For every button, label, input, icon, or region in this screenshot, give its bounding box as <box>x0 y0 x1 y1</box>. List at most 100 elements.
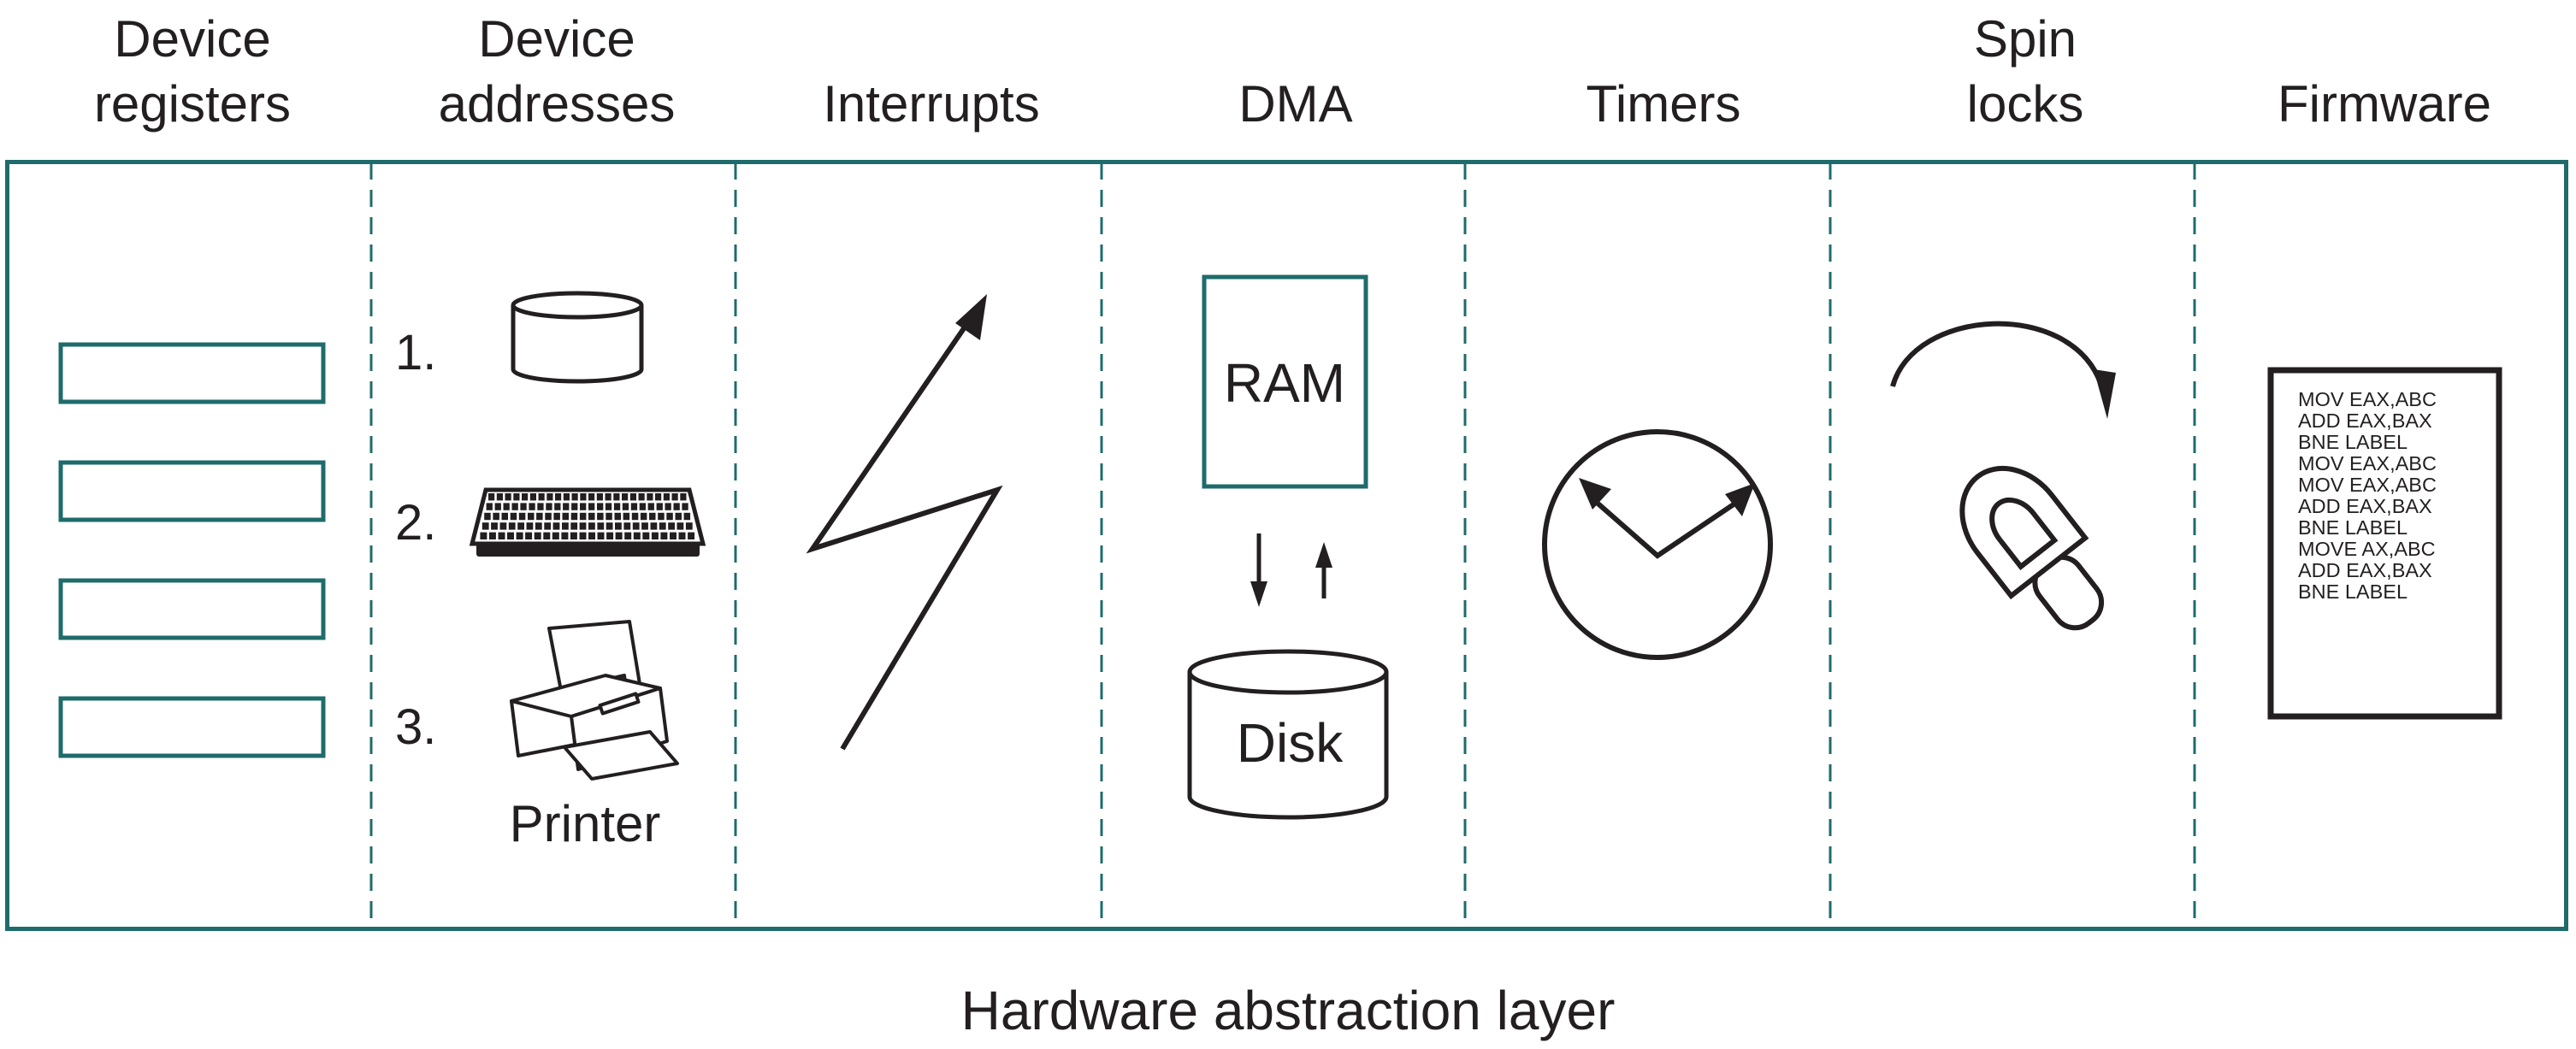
keyboard-key <box>552 522 560 530</box>
keyboard-key <box>597 532 605 539</box>
keyboard-key <box>499 522 507 530</box>
column-header-interrupts: Interrupts <box>752 0 1111 137</box>
keyboard-key <box>655 493 662 501</box>
keyboard-key <box>570 512 578 521</box>
keyboard-key <box>682 503 688 510</box>
keyboard-key <box>647 493 653 501</box>
keyboard-key <box>579 532 587 539</box>
header-line: Device <box>114 10 271 68</box>
firmware-code-line: ADD EAX,BAX <box>2298 559 2432 581</box>
keyboard-key <box>529 503 535 510</box>
keyboard-key <box>522 493 529 501</box>
keyboard-key <box>683 512 691 521</box>
keyboard-key <box>673 503 680 510</box>
keyboard-key <box>670 532 676 539</box>
keyboard-key <box>480 532 487 539</box>
keyboard-key <box>658 512 665 521</box>
keyboard-key <box>676 522 684 530</box>
keyboard-key <box>528 512 535 521</box>
keyboard-key <box>630 503 638 510</box>
firmware-code-line: MOV EAX,ABC <box>2298 474 2437 496</box>
keyboard-key <box>580 503 587 510</box>
keyboard-key <box>488 493 495 501</box>
register-box <box>58 460 326 522</box>
keyboard-key <box>622 503 629 510</box>
keyboard-key <box>649 512 656 521</box>
keyboard-key <box>633 532 641 539</box>
disk-cylinder-icon <box>1187 649 1389 820</box>
keyboard-key <box>675 512 682 521</box>
register-box <box>58 696 326 758</box>
keyboard-key <box>641 522 648 530</box>
keyboard-key <box>605 503 612 510</box>
keyboard-key <box>613 493 620 501</box>
transfer-up-arrow-icon <box>1315 542 1332 598</box>
rotation-arrow-icon <box>1890 321 2116 419</box>
column-header-firmware: Firmware <box>2205 0 2564 137</box>
keyboard-key <box>571 503 578 510</box>
keyboard-key <box>510 512 517 521</box>
keyboard-key <box>622 493 629 501</box>
keyboard-key <box>663 493 670 501</box>
header-line: Device <box>478 10 635 68</box>
header-line: Spin <box>1973 10 2077 68</box>
keyboard-key <box>545 512 552 521</box>
lock-handle-icon <box>1959 465 2105 631</box>
keyboard-keys <box>480 493 695 539</box>
keyboard-key <box>659 522 666 530</box>
keyboard-key <box>596 493 603 501</box>
firmware-code-line: ADD EAX,BAX <box>2298 495 2432 517</box>
keyboard-key <box>518 512 526 521</box>
keyboard-key <box>597 512 604 521</box>
keyboard-key <box>486 503 493 510</box>
keyboard-key <box>562 512 569 521</box>
header-line: registers <box>93 75 292 133</box>
keyboard-key <box>484 512 491 521</box>
keyboard-key <box>632 522 640 530</box>
keyboard-key <box>529 493 536 501</box>
keyboard-key <box>513 493 520 501</box>
keyboard-key <box>671 493 678 501</box>
keyboard-key <box>494 503 501 510</box>
keyboard-key <box>588 493 595 501</box>
keyboard-key <box>651 532 659 539</box>
keyboard-key <box>668 522 675 530</box>
interrupt-lightning-icon <box>806 294 1003 751</box>
keyboard-key <box>660 532 668 539</box>
register-box <box>58 342 326 404</box>
keyboard-key <box>629 493 636 501</box>
keyboard-key <box>526 522 534 530</box>
keyboard-key <box>570 532 577 539</box>
device-number-3: 3. <box>395 699 436 755</box>
keyboard-key <box>647 503 654 510</box>
firmware-code-line: BNE LABEL <box>2298 580 2408 603</box>
keyboard-key <box>491 522 498 530</box>
keyboard-key <box>579 512 587 521</box>
firmware-code-line: MOV EAX,ABC <box>2298 388 2437 410</box>
keyboard-key <box>488 532 496 539</box>
keyboard-key <box>640 512 647 521</box>
firmware-code-line: MOV EAX,ABC <box>2298 452 2437 474</box>
keyboard-key <box>588 512 595 521</box>
keyboard-key <box>503 503 510 510</box>
printer-panel <box>598 692 641 716</box>
keyboard-key <box>563 503 570 510</box>
keyboard-key <box>623 512 630 521</box>
keyboard-key <box>553 512 560 521</box>
clock-icon <box>1542 429 1773 660</box>
diagram-caption: Hardware abstraction layer <box>960 980 1616 1041</box>
transfer-down-arrow-icon <box>1250 533 1267 607</box>
firmware-document <box>2267 367 2502 720</box>
keyboard-key <box>623 522 631 530</box>
keyboard-key <box>501 512 508 521</box>
keyboard-key <box>511 503 518 510</box>
header-line: Timers <box>1586 75 1741 133</box>
keyboard-key <box>597 503 604 510</box>
firmware-code-line: BNE LABEL <box>2298 431 2408 453</box>
keyboard-key <box>665 503 671 510</box>
keyboard-key <box>615 522 622 530</box>
printer-label: Printer <box>510 795 661 852</box>
header-line: DMA <box>1238 75 1353 133</box>
keyboard-key <box>656 503 663 510</box>
